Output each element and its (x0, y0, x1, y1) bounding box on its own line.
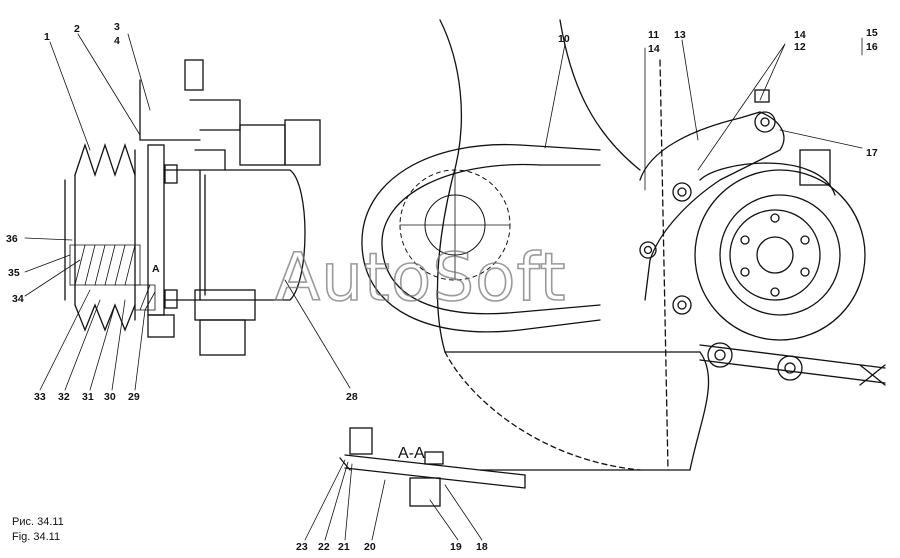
callout-36: 36 (6, 233, 18, 245)
callout-23: 23 (296, 541, 308, 553)
callout-33: 33 (34, 391, 46, 403)
section-marker: A (152, 263, 160, 275)
callout-12: 12 (794, 41, 806, 53)
pump-section (64, 59, 321, 356)
callout-20: 20 (364, 541, 376, 553)
watermark: AutoSoft (275, 239, 566, 316)
callout-17: 17 (866, 147, 878, 159)
figure-caption-en: Fig. 34.11 (12, 531, 61, 543)
generator-bracket (639, 89, 785, 315)
callout-3: 3 (114, 21, 120, 33)
section-aa-detail (339, 427, 526, 507)
callout-32: 32 (58, 391, 70, 403)
generator-pulley (694, 149, 866, 341)
callout-31: 31 (82, 391, 94, 403)
callout-34: 34 (12, 293, 24, 305)
leader-lines (24, 33, 863, 541)
callout-30: 30 (104, 391, 116, 403)
callout-21: 21 (338, 541, 350, 553)
engine-housing (436, 19, 710, 471)
callout-10: 10 (558, 33, 570, 45)
callout-35: 35 (8, 267, 20, 279)
callout-18: 18 (476, 541, 488, 553)
callout-22: 22 (318, 541, 330, 553)
callout-29: 29 (128, 391, 140, 403)
callout-labels: 1 2 3 4 10 11 14 13 14 12 15 16 17 36 35… (6, 21, 878, 553)
tension-rod (699, 342, 886, 386)
callout-1: 1 (44, 31, 50, 43)
callout-14a: 14 (648, 43, 660, 55)
callout-16: 16 (866, 41, 878, 53)
figure-caption-ru: Рис. 34.11 (12, 516, 64, 528)
callout-19: 19 (450, 541, 462, 553)
section-label: A-A (398, 445, 425, 462)
callout-11: 11 (648, 29, 659, 41)
callout-28: 28 (346, 391, 358, 403)
callout-13: 13 (674, 29, 686, 41)
callout-14b: 14 (794, 29, 806, 41)
callout-4: 4 (114, 35, 120, 47)
callout-15: 15 (866, 27, 878, 39)
callout-2: 2 (74, 23, 80, 35)
drive-belt (361, 143, 601, 333)
